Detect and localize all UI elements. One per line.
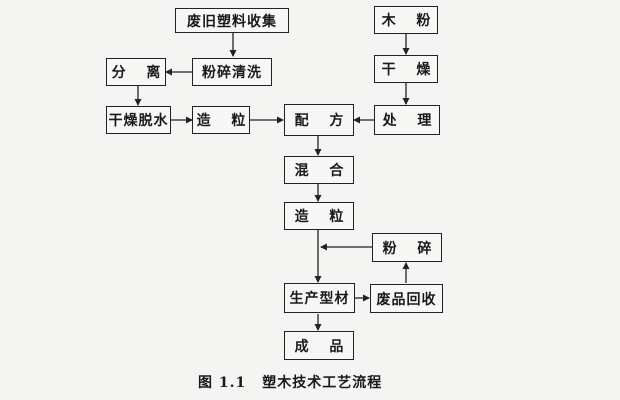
figure-number: 图 1.1 [198,375,247,391]
node-waste-recycle: 废品回收 [370,284,443,313]
figure-caption: 图 1.1 塑木技术工艺流程 [198,372,382,392]
node-crush: 粉 碎 [372,233,442,262]
node-granulate-2: 造 粒 [284,202,354,230]
node-product: 成 品 [284,331,354,360]
node-crush-wash: 粉碎清洗 [192,58,272,86]
node-wood-powder: 木 粉 [374,6,438,34]
node-mix: 混 合 [284,156,354,184]
node-formulate: 配 方 [284,104,354,136]
node-granulate-1: 造 粒 [192,106,250,134]
node-produce-profile: 生产型材 [284,283,355,313]
node-waste-plastic-collect: 废旧塑料收集 [175,8,289,33]
node-separate: 分 离 [106,58,166,86]
figure-title: 塑木技术工艺流程 [262,375,383,391]
node-dry: 干 燥 [374,55,438,83]
node-dry-dewater: 干燥脱水 [106,106,171,134]
node-treat: 处 理 [374,105,440,135]
